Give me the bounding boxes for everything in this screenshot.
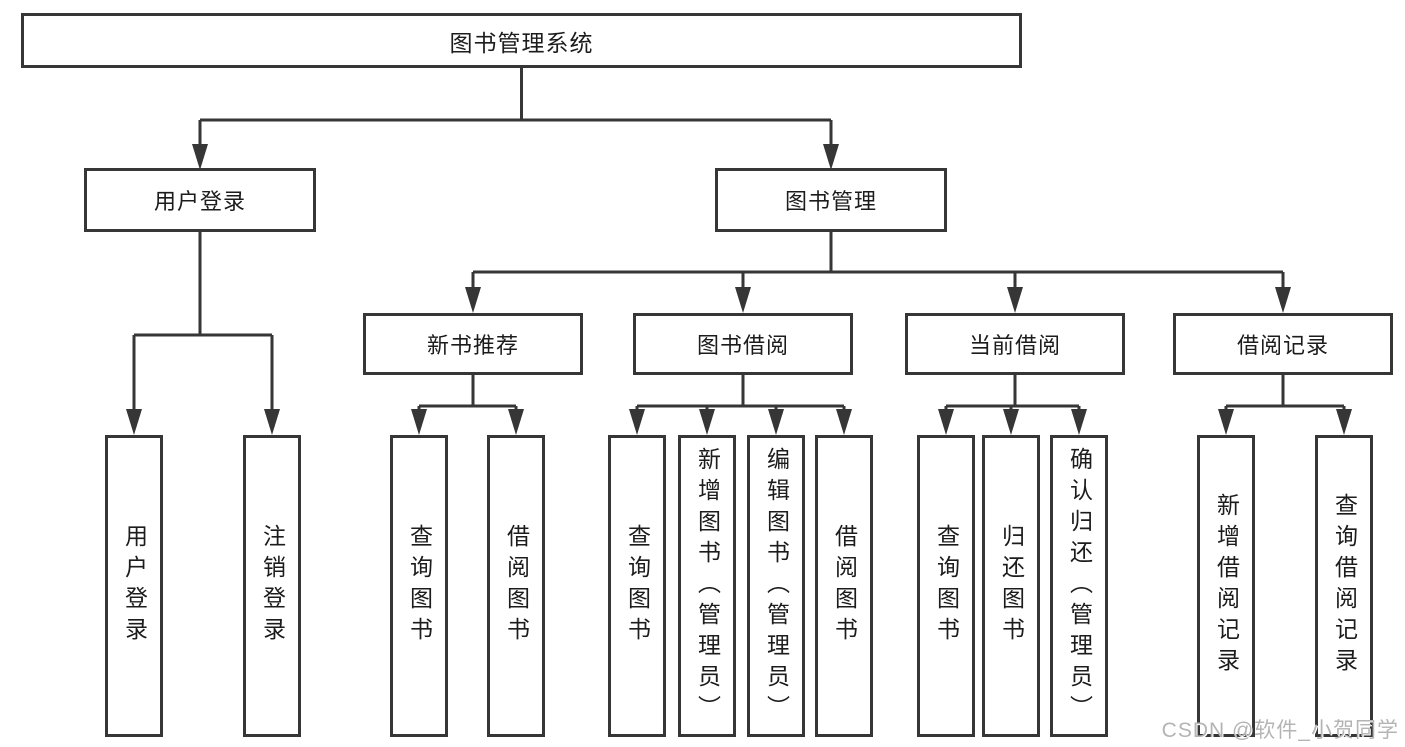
- leaf-logout-label: 注销登录: [259, 524, 286, 648]
- leaf-user-login-label: 用户登录: [121, 524, 148, 648]
- node-book-management-label: 图书管理: [784, 189, 877, 214]
- connector-currentborrow-to-leaves: [944, 375, 1081, 414]
- leaf-borrow-edit-books-admin-label: 编辑图书（管理员）: [763, 446, 790, 726]
- node-root: 图书管理系统: [21, 13, 1022, 68]
- node-borrow-records: 借阅记录: [1173, 313, 1393, 375]
- leaf-borrow-borrow-books: 借阅图书: [815, 435, 873, 737]
- leaf-borrow-edit-books-admin: 编辑图书（管理员）: [747, 435, 805, 737]
- connector-bookborrow-to-leaves: [635, 375, 846, 414]
- connector-bookmgmt-to-level3: [471, 232, 1285, 292]
- arrowheads: [126, 144, 1352, 435]
- node-new-book-recommend: 新书推荐: [363, 313, 583, 375]
- node-book-management: 图书管理: [715, 168, 947, 232]
- leaf-current-return-books: 归还图书: [982, 435, 1040, 737]
- connector-userlogin-to-leaves: [132, 232, 274, 414]
- leaf-newbooks-borrow-books-label: 借阅图书: [503, 524, 530, 648]
- watermark: CSDN @软件_小贺同学: [1161, 719, 1399, 742]
- leaf-user-login: 用户登录: [105, 435, 163, 737]
- leaf-current-confirm-return-admin: 确认归还（管理员）: [1050, 435, 1108, 737]
- leaf-records-query-record: 查询借阅记录: [1315, 435, 1373, 737]
- leaf-borrow-query-books: 查询图书: [608, 435, 666, 737]
- node-root-label: 图书管理系统: [449, 29, 594, 56]
- leaf-records-add-record: 新增借阅记录: [1197, 435, 1255, 737]
- leaf-records-add-record-label: 新增借阅记录: [1213, 493, 1240, 679]
- leaf-current-query-books-label: 查询图书: [933, 524, 960, 648]
- leaf-current-return-books-label: 归还图书: [998, 524, 1025, 648]
- leaf-borrow-add-books-admin-label: 新增图书（管理员）: [694, 446, 721, 726]
- leaf-newbooks-borrow-books: 借阅图书: [487, 435, 545, 737]
- leaf-newbooks-query-books: 查询图书: [390, 435, 448, 737]
- leaf-current-query-books: 查询图书: [917, 435, 975, 737]
- leaf-borrow-add-books-admin: 新增图书（管理员）: [678, 435, 736, 737]
- leaf-records-query-record-label: 查询借阅记录: [1331, 493, 1358, 679]
- leaf-logout: 注销登录: [243, 435, 301, 737]
- node-new-book-recommend-label: 新书推荐: [426, 333, 519, 358]
- node-user-login: 用户登录: [84, 168, 316, 232]
- node-book-borrow-label: 图书借阅: [696, 333, 789, 358]
- connector-records-to-leaves: [1224, 375, 1346, 414]
- leaf-borrow-borrow-books-label: 借阅图书: [831, 524, 858, 648]
- leaf-borrow-query-books-label: 查询图书: [624, 524, 651, 648]
- node-current-borrow: 当前借阅: [905, 313, 1125, 375]
- node-borrow-records-label: 借阅记录: [1236, 333, 1329, 358]
- leaf-current-confirm-return-admin-label: 确认归还（管理员）: [1066, 446, 1093, 726]
- leaf-newbooks-query-books-label: 查询图书: [406, 524, 433, 648]
- connector-root-to-level2: [198, 68, 833, 150]
- connector-newbooks-to-leaves: [417, 375, 518, 414]
- node-book-borrow: 图书借阅: [633, 313, 853, 375]
- node-user-login-label: 用户登录: [153, 189, 246, 214]
- node-current-borrow-label: 当前借阅: [968, 333, 1061, 358]
